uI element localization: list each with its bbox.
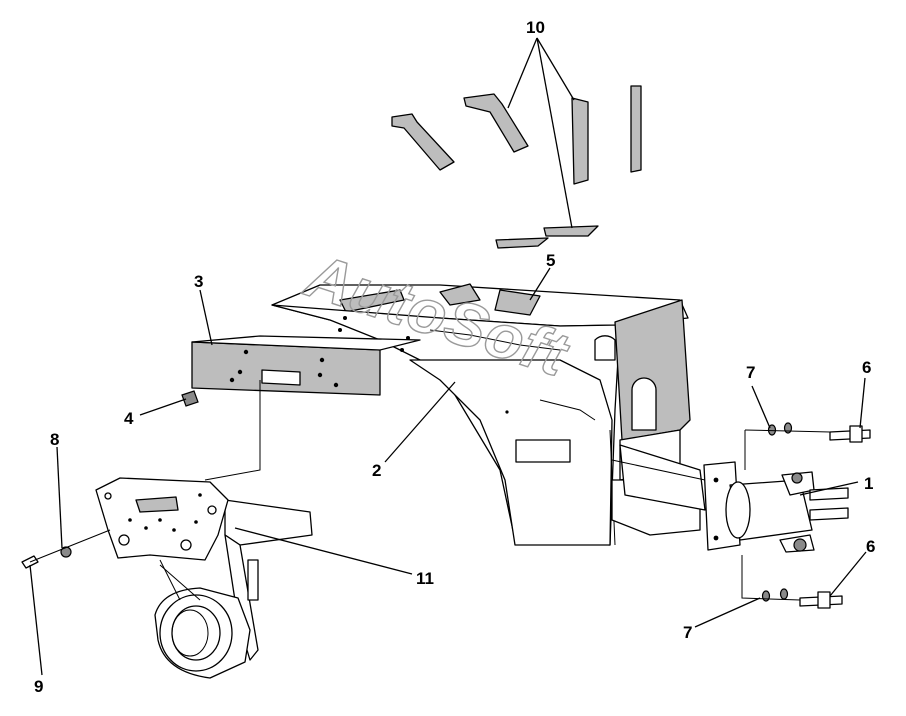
callout-8: 8 xyxy=(50,430,59,449)
callout-2: 2 xyxy=(372,461,381,480)
assembly-lines xyxy=(29,380,831,601)
callout-6-upper: 6 xyxy=(862,358,871,377)
callout-10: 10 xyxy=(526,18,545,37)
part-11-bracket xyxy=(95,477,313,679)
callout-labels: 10 5 3 4 2 1 7 6 6 7 8 9 11 xyxy=(34,18,875,696)
callout-3: 3 xyxy=(194,272,203,291)
callout-5: 5 xyxy=(546,251,555,270)
callout-4: 4 xyxy=(124,409,134,428)
callout-1: 1 xyxy=(864,474,873,493)
callout-11: 11 xyxy=(416,569,434,588)
part-7-upper-washers xyxy=(767,422,793,436)
part-6-upper-bolts xyxy=(829,425,871,443)
part-6-lower-bolts xyxy=(799,591,843,609)
callout-7-lower: 7 xyxy=(683,623,692,642)
part-3-beam xyxy=(191,335,421,396)
leader-lines xyxy=(29,37,867,676)
part-1-hub xyxy=(619,444,849,553)
part-10-pads xyxy=(391,85,642,249)
callout-7-upper: 7 xyxy=(746,363,755,382)
part-4-bolt xyxy=(181,390,199,407)
callout-9: 9 xyxy=(34,677,43,696)
callout-6-lower: 6 xyxy=(866,537,875,556)
part-8-nut xyxy=(60,546,72,558)
